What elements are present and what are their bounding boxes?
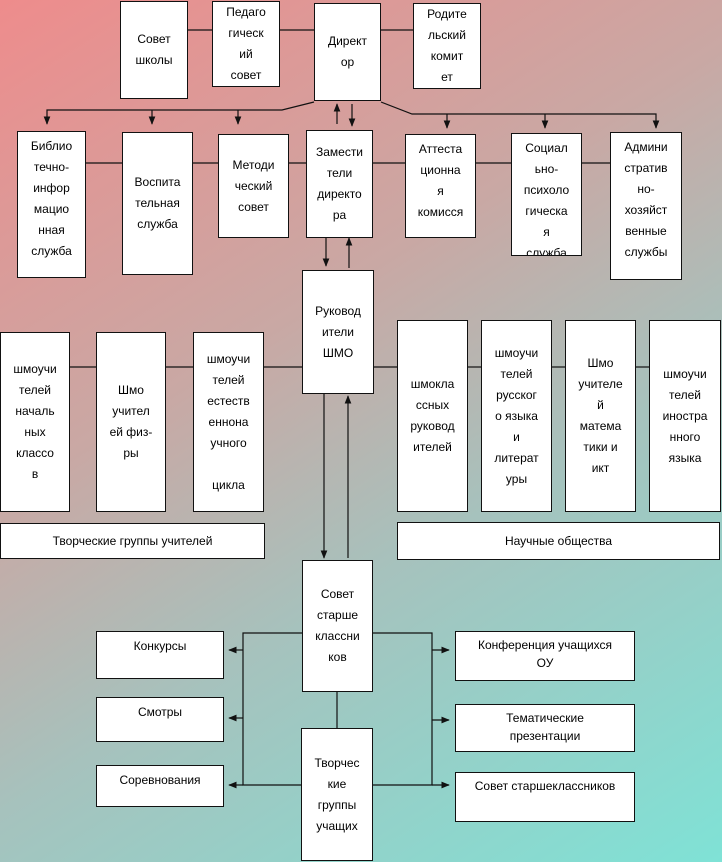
node-student-conference: Конференция учащихся ОУ xyxy=(455,631,635,681)
node-social-psych-service-label: Социал ьно- психоло гическа я служба xyxy=(523,141,570,256)
node-senior-council-events: Совет старшеклассников xyxy=(455,772,635,822)
node-director: Директ ор xyxy=(314,3,381,101)
left-bracket xyxy=(242,632,302,786)
right-bracket xyxy=(373,632,433,786)
node-upbringing-service: Воспита тельная служба xyxy=(122,132,193,275)
node-shmo-primary: шмоучи телей началь ных классо в xyxy=(0,332,70,512)
node-pedagogical-council: Педаго гическ ий совет xyxy=(212,1,280,87)
node-shmo-primary-label: шмоучи телей началь ных классо в xyxy=(13,362,57,481)
node-shmo-science-label: шмоучи телей естеств еннона учного цикла xyxy=(206,351,251,492)
node-competitions: Соревнования xyxy=(96,765,224,807)
node-senior-students-council: Совет старше классни ков xyxy=(302,560,373,692)
node-parent-committee-label: Родите льский комит ет xyxy=(427,7,467,84)
node-scientific-societies-label: Научные общества xyxy=(504,533,613,548)
node-reviews-label: Смотры xyxy=(137,705,183,719)
node-shmo-heads-label: Руковод ители ШМО xyxy=(315,303,361,360)
node-social-psych-service: Социал ьно- психоло гическа я служба xyxy=(511,133,582,256)
node-competitions-label: Соревнования xyxy=(119,773,201,787)
node-reviews: Смотры xyxy=(96,697,224,742)
node-methodical-council: Методи ческий совет xyxy=(218,134,289,238)
node-library-service-label: Библио течно- инфор мацио нная служба xyxy=(30,139,73,258)
node-shmo-math: Шмо учителе й матема тики и икт xyxy=(565,320,636,512)
node-thematic-presentations: Тематические презентации xyxy=(455,704,635,752)
node-shmo-pe: Шмо учител ей физ- ры xyxy=(96,332,166,512)
node-creative-teacher-groups: Творческие группы учителей xyxy=(0,523,265,559)
node-methodical-council-label: Методи ческий совет xyxy=(232,157,275,214)
node-shmo-class-teachers-label: шмокла ссных руковод ителей xyxy=(410,377,455,454)
node-upbringing-service-label: Воспита тельная служба xyxy=(134,175,181,231)
node-school-council-label: Совет школы xyxy=(135,32,173,67)
node-thematic-presentations-label: Тематические презентации xyxy=(506,711,584,743)
node-creative-student-groups: Творчес кие группы учащих xyxy=(301,728,373,861)
node-shmo-science: шмоучи телей естеств еннона учного цикла xyxy=(193,332,264,512)
node-student-conference-label: Конференция учащихся ОУ xyxy=(477,638,613,670)
node-attestation-commission-label: Аттеста ционна я комисся xyxy=(417,142,464,219)
node-shmo-math-label: Шмо учителе й матема тики и икт xyxy=(578,356,623,475)
node-shmo-russian: шмоучи телей русског о языка и литерат у… xyxy=(481,320,552,512)
node-shmo-heads: Руковод ители ШМО xyxy=(302,270,374,394)
node-scientific-societies: Научные общества xyxy=(397,522,720,560)
node-shmo-foreign: шмоучи телей иностра нного языка xyxy=(649,320,721,512)
line-director-left-fan xyxy=(43,101,315,125)
node-pedagogical-council-label: Педаго гическ ий совет xyxy=(226,5,266,82)
node-contests-label: Конкурсы xyxy=(133,639,187,653)
node-senior-council-events-label: Совет старшеклассников xyxy=(474,779,616,793)
node-creative-student-groups-label: Творчес кие группы учащих xyxy=(314,755,360,833)
node-deputy-directors-label: Замести тели директо ра xyxy=(315,145,364,222)
node-director-label: Директ ор xyxy=(327,34,368,69)
node-library-service: Библио течно- инфор мацио нная служба xyxy=(17,131,86,278)
node-administrative-services-label: Админи стратив но- хозяйст венные службы xyxy=(624,140,668,259)
line-director-right-fan xyxy=(380,101,660,129)
node-administrative-services: Админи стратив но- хозяйст венные службы xyxy=(610,132,682,280)
node-shmo-pe-label: Шмо учител ей физ- ры xyxy=(109,383,153,460)
node-shmo-class-teachers: шмокла ссных руковод ителей xyxy=(397,320,468,512)
node-creative-teacher-groups-label: Творческие группы учителей xyxy=(52,533,213,548)
node-deputy-directors: Замести тели директо ра xyxy=(306,130,373,238)
node-senior-students-council-label: Совет старше классни ков xyxy=(315,587,360,664)
node-contests: Конкурсы xyxy=(96,631,224,679)
node-shmo-foreign-label: шмоучи телей иностра нного языка xyxy=(662,366,708,465)
node-attestation-commission: Аттеста ционна я комисся xyxy=(405,134,476,238)
node-school-council: Совет школы xyxy=(120,1,188,99)
node-shmo-russian-label: шмоучи телей русског о языка и литерат у… xyxy=(494,345,539,486)
node-parent-committee: Родите льский комит ет xyxy=(413,3,481,89)
